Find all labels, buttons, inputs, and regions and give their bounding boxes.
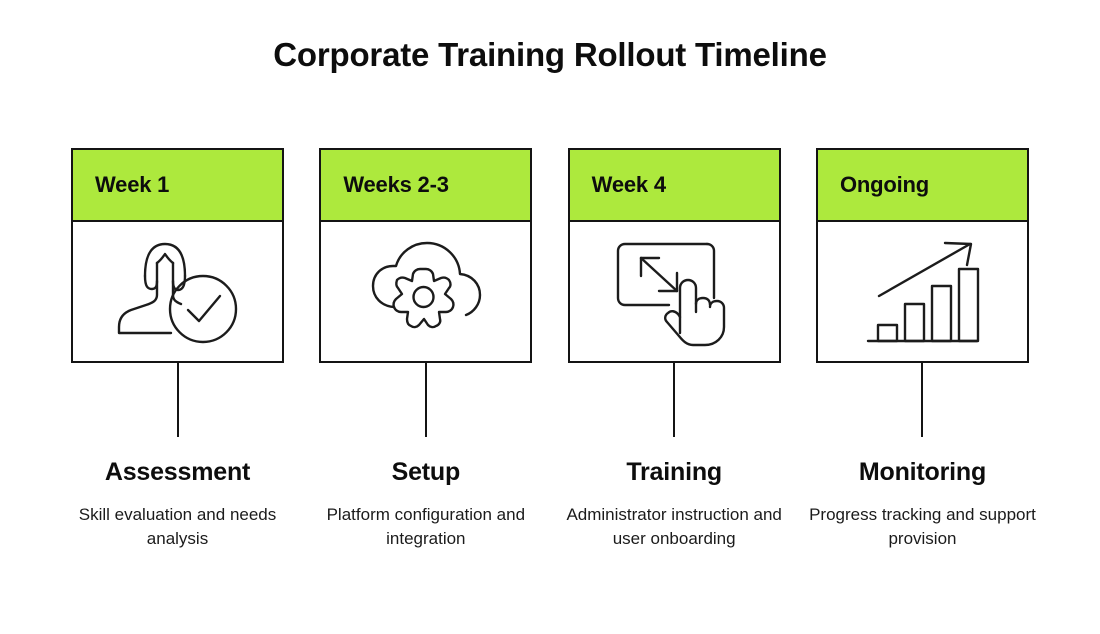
step-description-3: Administrator instruction and user onboa… (566, 504, 782, 549)
step-icon-area-2 (321, 222, 530, 361)
step-card-3[interactable]: Week 4 (567, 148, 781, 363)
step-period-label-4: Ongoing (839, 172, 930, 197)
step-label-block-1: Assessment Skill evaluation and needs an… (63, 458, 293, 552)
step-label-block-4: Monitoring Progress tracking and support… (807, 458, 1037, 552)
step-card-2[interactable]: Weeks 2-3 (319, 148, 533, 363)
step-period-header-2: Weeks 2-3 (321, 150, 531, 222)
timeline-step-2: Weeks 2-3 Setup Platform configuration a… (318, 148, 533, 552)
step-period-header-4: Ongoing (817, 150, 1027, 222)
step-icon-area-1 (73, 222, 282, 361)
step-period-header-1: Week 1 (73, 150, 282, 222)
step-label-block-3: Training Administrator instruction and u… (559, 458, 789, 552)
step-description-4: Progress tracking and support provision (809, 504, 1036, 549)
step-connector-1 (176, 363, 179, 437)
timeline-container: Week 1 Assessm (70, 148, 1036, 552)
step-title-2: Setup (391, 458, 461, 486)
step-title-3: Training (626, 458, 722, 486)
step-period-label-1: Week 1 (95, 172, 170, 197)
step-card-1[interactable]: Week 1 (71, 148, 284, 363)
step-label-block-2: Setup Platform configuration and integra… (311, 458, 541, 552)
step-period-header-3: Week 4 (569, 150, 779, 222)
step-description-1: Skill evaluation and needs analysis (78, 504, 277, 549)
timeline-step-4: Ongoing Monitoring Pr (809, 148, 1036, 552)
person-check-icon (112, 233, 244, 351)
growth-chart-icon (857, 233, 987, 351)
step-connector-3 (673, 363, 676, 437)
step-title-4: Monitoring (858, 458, 987, 486)
step-connector-4 (921, 363, 924, 437)
screen-hand-icon (609, 235, 739, 349)
timeline-step-3: Week 4 (566, 148, 782, 552)
step-period-label-3: Week 4 (591, 172, 666, 197)
step-description-2: Platform configuration and integration (326, 504, 526, 549)
timeline-step-1: Week 1 Assessm (70, 148, 285, 552)
step-icon-area-4 (818, 222, 1027, 361)
step-connector-2 (424, 363, 427, 437)
step-title-1: Assessment (104, 458, 251, 486)
page-title: Corporate Training Rollout Timeline (273, 36, 827, 73)
step-icon-area-3 (570, 222, 779, 361)
cloud-gear-icon (363, 236, 489, 348)
step-card-4[interactable]: Ongoing (815, 148, 1029, 363)
step-period-label-2: Weeks 2-3 (343, 172, 449, 197)
